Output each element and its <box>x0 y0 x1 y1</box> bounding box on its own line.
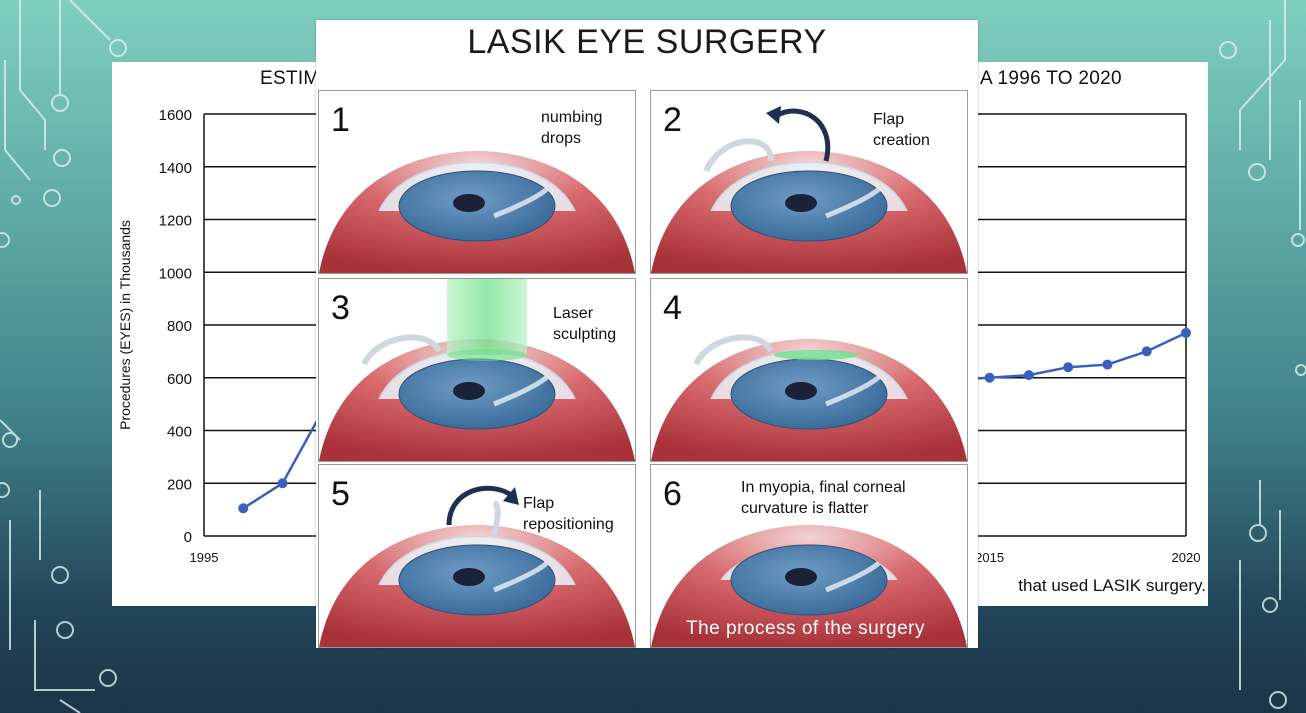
iris-reflection <box>493 561 549 593</box>
data-point <box>1181 327 1191 338</box>
y-tick-label: 800 <box>167 318 192 335</box>
step-number: 5 <box>331 475 350 513</box>
eye-illustration <box>319 485 635 647</box>
eye-illustration <box>651 525 967 647</box>
data-point <box>277 478 288 489</box>
data-point <box>1141 346 1152 357</box>
step-number: 2 <box>663 101 682 139</box>
chart-caption: that used LASIK surgery. <box>1018 576 1206 595</box>
y-tick-label: 1600 <box>159 107 192 124</box>
y-tick-label: 1200 <box>159 213 192 230</box>
step-panel-4: 4 <box>650 278 968 462</box>
pupil <box>453 568 485 586</box>
step-label: Flap repositioning <box>523 495 614 533</box>
pupil <box>453 382 485 400</box>
laser-beam <box>447 279 527 355</box>
step-panel-5: 5 Flap repositioning <box>318 464 636 648</box>
data-point <box>238 503 249 514</box>
eye-illustration <box>651 106 967 273</box>
step-panel-1: 1 numbing drops <box>318 90 636 274</box>
y-tick-label: 600 <box>167 371 192 388</box>
y-tick-label: 0 <box>184 529 192 546</box>
iris-reflection <box>493 375 549 407</box>
curved-arrow-icon <box>774 108 831 162</box>
step-number: 6 <box>663 475 682 513</box>
step-label: In myopia, final corneal curvature is fl… <box>741 479 906 517</box>
step-panel-6: 6 In myopia, final corneal curvature is … <box>650 464 968 648</box>
y-axis-label: Procedures (EYES) in Thousands <box>117 220 133 430</box>
process-caption: The process of the surgery <box>686 618 925 639</box>
surgery-title: LASIK EYE SURGERY <box>467 23 827 61</box>
surgery-card: LASIK EYE SURGERY 1 numbing drops <box>316 20 978 648</box>
step-number: 4 <box>663 289 682 327</box>
corneal-flap <box>703 138 774 173</box>
y-tick-label: 200 <box>167 476 192 493</box>
pupil <box>785 382 817 400</box>
chart-title-right: A 1996 TO 2020 <box>980 68 1122 89</box>
pupil <box>785 568 817 586</box>
step-panel-3: 3 Laser sculpting <box>318 278 636 462</box>
step-label: Flap creation <box>873 111 930 149</box>
arrowhead-icon <box>766 106 781 124</box>
y-tick-label: 400 <box>167 424 192 441</box>
step-label: numbing drops <box>541 109 603 147</box>
step-number: 1 <box>331 101 350 139</box>
iris-reflection <box>825 561 881 593</box>
iris-reflection <box>825 375 881 407</box>
eye-illustration <box>319 279 635 461</box>
data-point <box>1102 359 1113 370</box>
data-point <box>984 372 995 383</box>
y-tick-label: 1000 <box>159 265 192 282</box>
x-tick-label: 2015 <box>975 550 1004 565</box>
x-tick-label: 1995 <box>190 550 219 565</box>
iris-reflection <box>825 187 881 219</box>
data-point <box>1063 362 1074 373</box>
y-tick-label: 1400 <box>159 160 192 177</box>
pupil <box>785 194 817 212</box>
curved-arrow-icon <box>446 485 513 526</box>
laser-spot <box>447 349 527 361</box>
arrowhead-icon <box>503 487 519 505</box>
corneal-flap <box>491 500 501 536</box>
pupil <box>453 194 485 212</box>
step-number: 3 <box>331 289 350 327</box>
step-panel-2: 2 Flap creation <box>650 90 968 274</box>
eye-illustration <box>319 151 635 273</box>
corneal-flap <box>361 334 442 366</box>
ablation-zone <box>774 350 858 360</box>
iris-reflection <box>493 187 549 219</box>
data-point <box>1023 370 1034 381</box>
eye-illustration <box>651 334 967 461</box>
corneal-flap <box>693 334 774 366</box>
x-tick-label: 2020 <box>1172 550 1201 565</box>
step-label: Laser sculpting <box>553 305 617 343</box>
chart-title-left: ESTIM <box>260 68 320 89</box>
